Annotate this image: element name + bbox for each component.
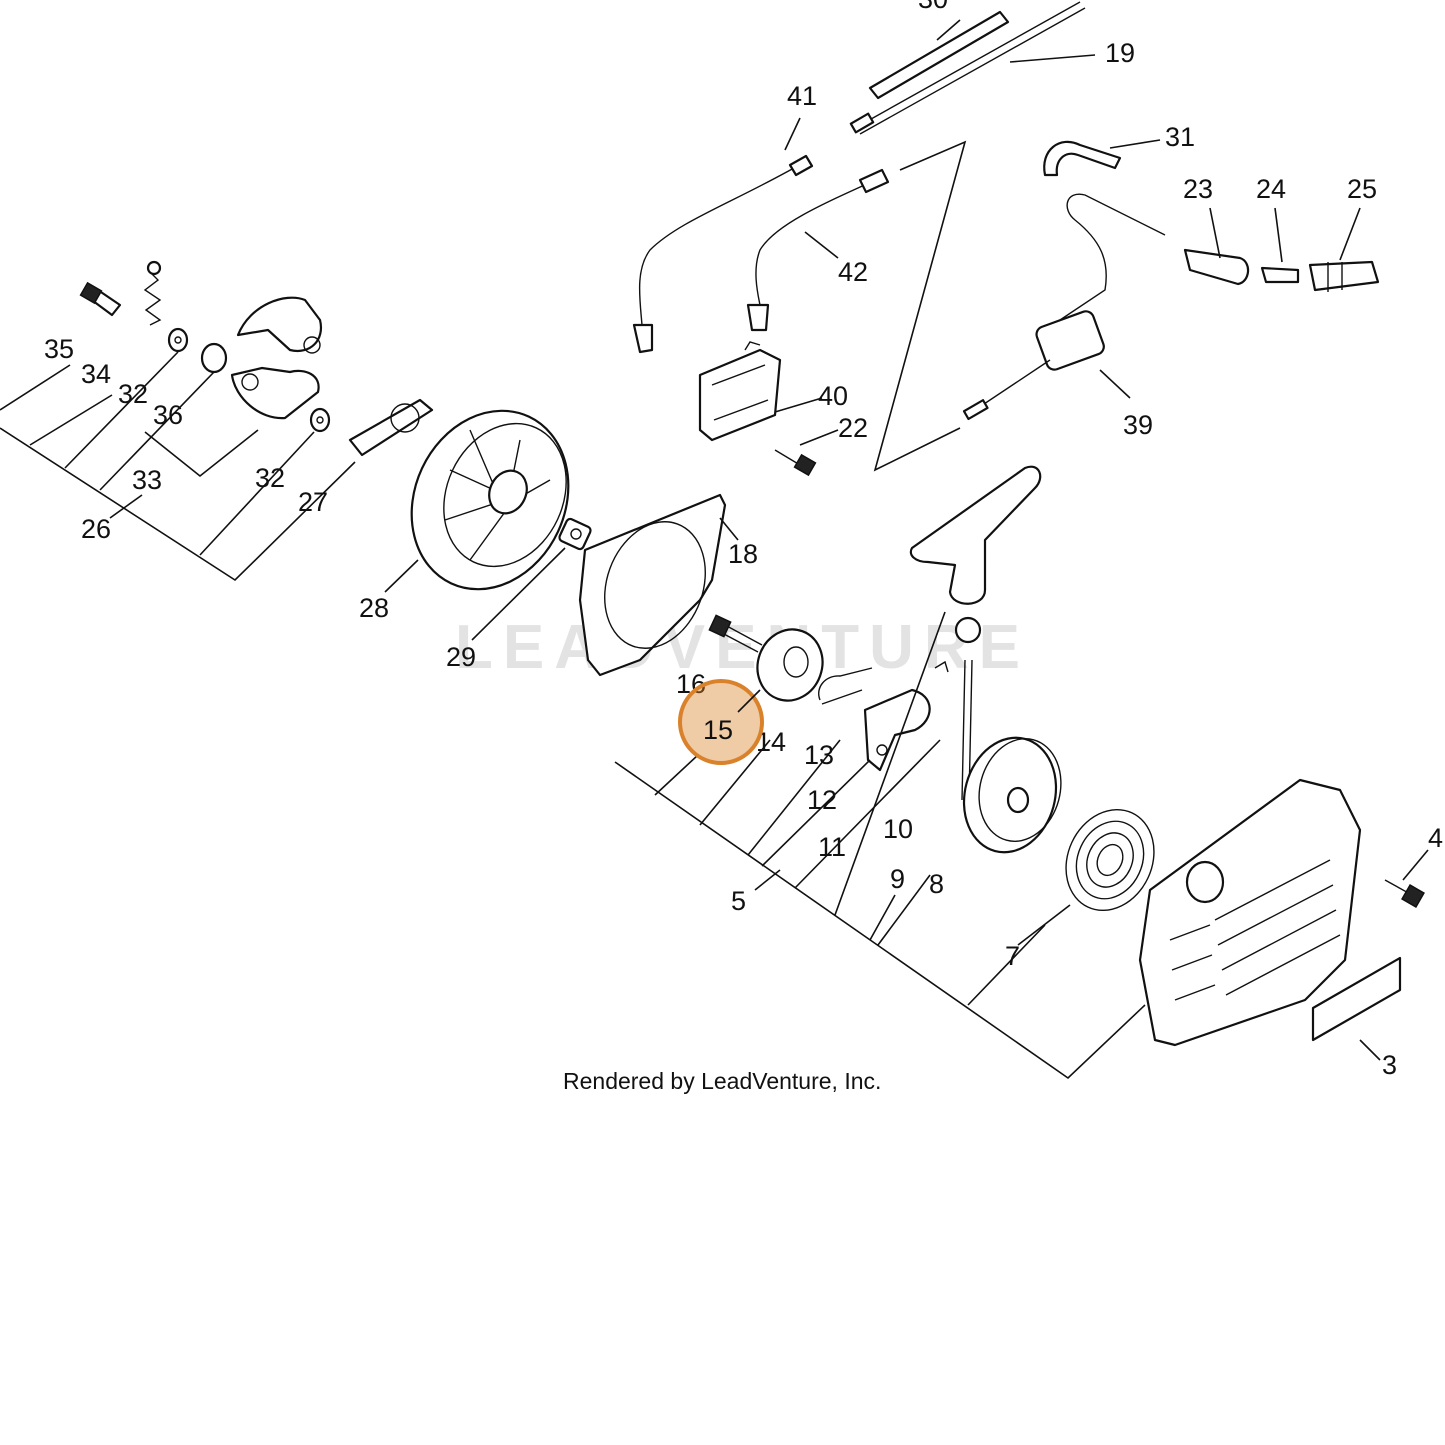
label-5: 5 [731,886,746,916]
label-36: 36 [153,400,183,430]
part-13-clip [818,667,873,705]
part-25-plug [1308,260,1380,292]
part-26-flywheel [410,409,570,591]
part-39-ignition-coil [962,193,1166,421]
part-12-pawl [863,688,931,772]
label-15: 15 [703,715,733,745]
part-4-screw [1384,879,1425,908]
label-18: 18 [728,539,758,569]
label-23: 23 [1183,174,1213,204]
part-23-boot [1183,248,1250,286]
credit-text: Rendered by LeadVenture, Inc. [563,1068,881,1094]
label-35: 35 [44,334,74,364]
label-19: 19 [1105,38,1135,68]
label-27: 29 [446,642,476,672]
part-24-clip [1260,266,1300,284]
part-11-spring [934,660,949,673]
label-40: 40 [818,381,848,411]
highlighted-callout-15[interactable]: 15 [678,679,764,765]
part-22-screw [774,449,817,477]
label-32-b: 32 [255,463,285,493]
part-31-plate [348,398,434,457]
label-42: 42 [838,257,868,287]
label-25: 25 [1347,174,1377,204]
watermark-text: LEADVENTURE [455,613,1030,682]
part-35-bolt [79,281,122,317]
part-40-module [698,341,782,442]
part-32-washer-b [309,407,331,433]
bracket-lines [873,140,967,472]
label-9: 9 [890,864,905,894]
part-16-screw [708,614,763,653]
label-34: 34 [81,359,111,389]
callout-labels: 30 19 41 31 23 24 25 42 35 34 32 36 40 2… [44,0,1443,1080]
part-14-disc [756,628,824,702]
part-28-tube [868,10,1010,100]
part-33-clutch-shoes [230,296,323,420]
label-29: 31 [1165,122,1195,152]
label-7: 7 [1005,941,1020,971]
label-41: 41 [787,81,817,111]
part-34-spring [143,260,162,326]
label-3: 3 [1382,1050,1397,1080]
part-36-bushing [200,342,228,374]
label-12: 12 [807,785,837,815]
part-42-lead-wire [746,168,890,332]
part-housing [1138,778,1362,1047]
part-27-nut [558,517,592,551]
label-13: 13 [804,740,834,770]
label-28: 30 [918,0,948,14]
part-drawings [79,1,1425,1047]
part-41-lead-wire [632,154,814,354]
part-8-pulley [962,736,1062,854]
label-8: 8 [929,869,944,899]
part-5-handle [909,465,1042,644]
label-4: 4 [1428,823,1443,853]
part-32-washer-a [167,327,189,353]
label-24: 24 [1256,174,1286,204]
leader-lines [0,19,1429,1080]
label-31: 27 [298,487,328,517]
label-22: 22 [838,413,868,443]
label-26: 28 [359,593,389,623]
part-7-spring [1065,808,1155,912]
part-3-label [1311,956,1402,1042]
label-32-a: 32 [118,379,148,409]
part-19-wire [849,1,1086,135]
part-29-hose [1043,140,1122,177]
label-10: 10 [883,814,913,844]
label-33: 33 [132,465,162,495]
part-18-plate [578,493,727,677]
label-39: 39 [1123,410,1153,440]
label-30: 26 [81,514,111,544]
label-11: 11 [818,832,846,862]
